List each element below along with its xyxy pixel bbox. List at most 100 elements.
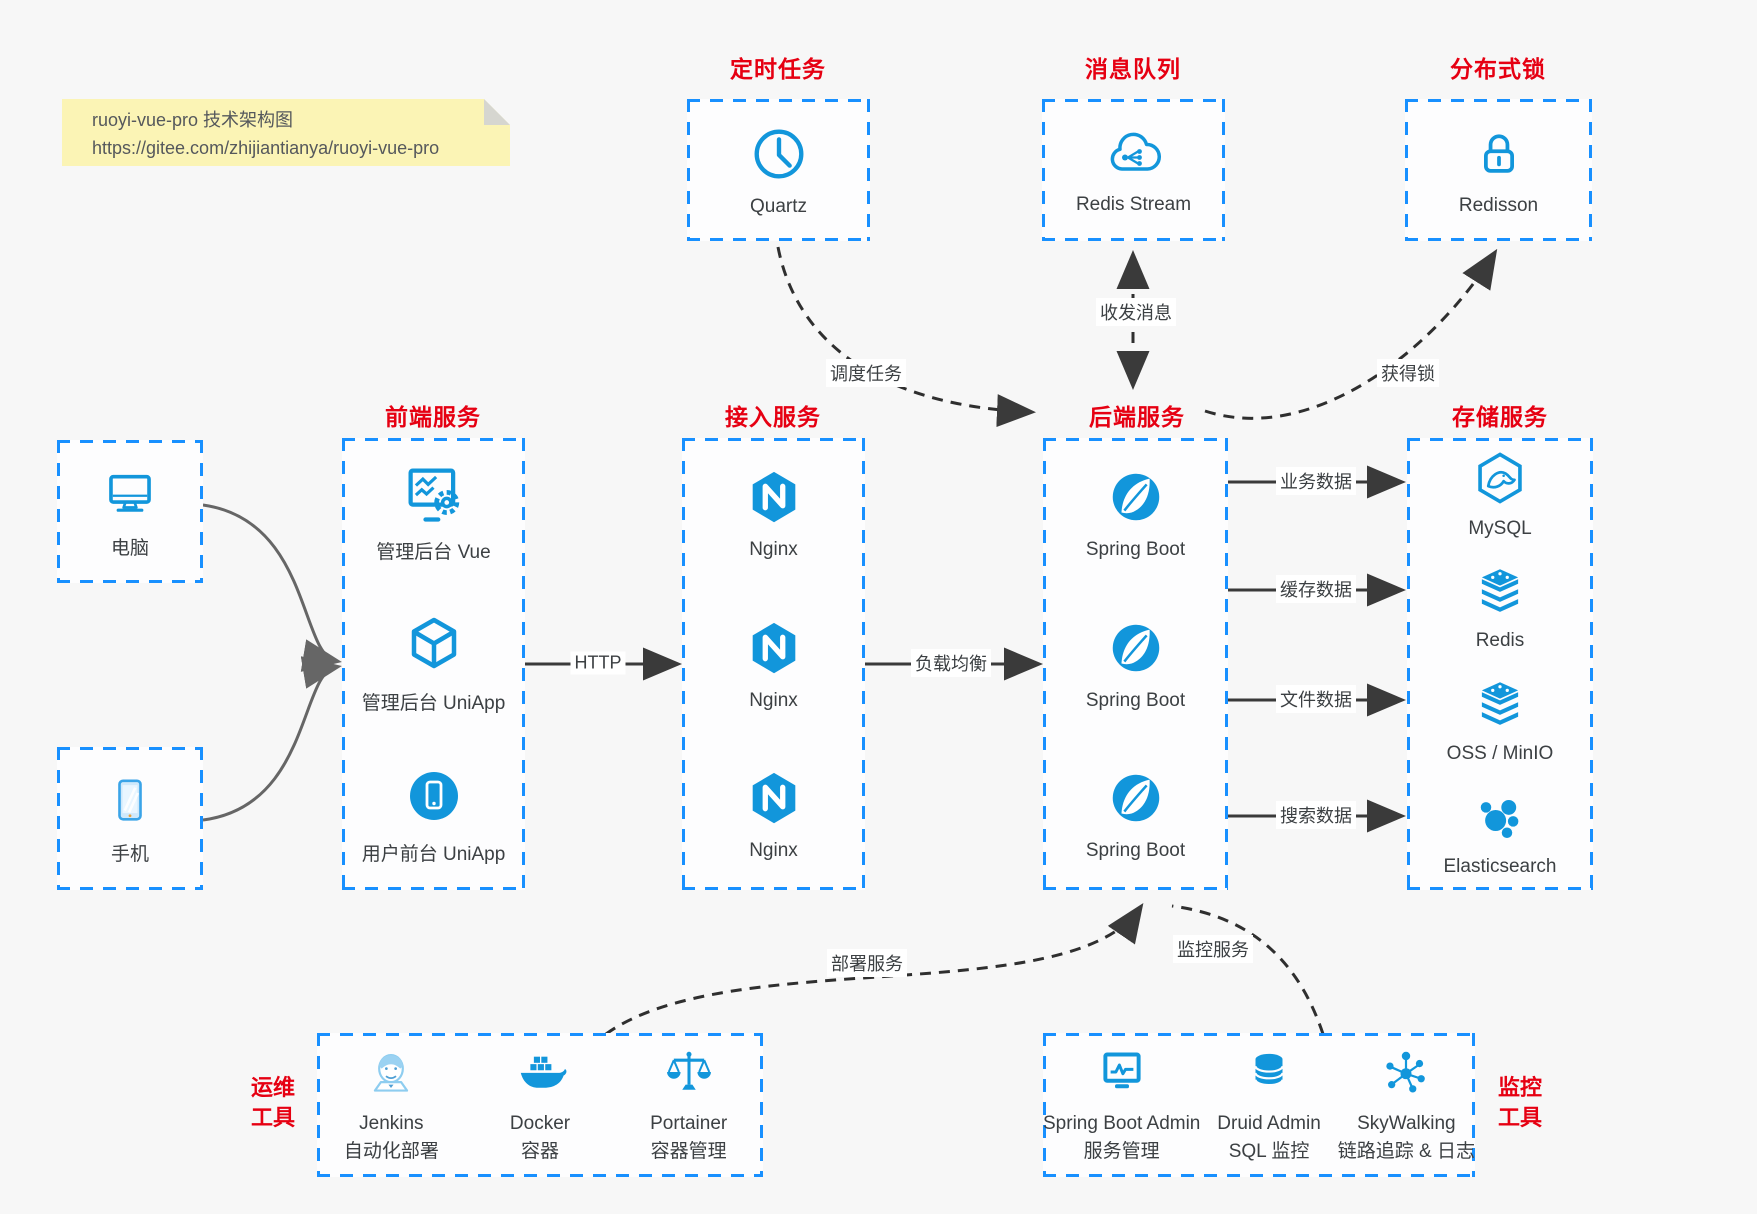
node-label: Redisson bbox=[1458, 194, 1539, 216]
node-label: Nginx bbox=[749, 840, 798, 862]
nginx-icon bbox=[752, 772, 795, 824]
box-redisson: Redisson bbox=[1405, 99, 1592, 241]
lock-icon bbox=[1483, 133, 1514, 173]
title-frontend: 前端服务 bbox=[385, 404, 481, 430]
node-redis: Redis bbox=[1407, 551, 1593, 664]
node-quartz: Quartz bbox=[687, 99, 870, 241]
title-distributed-lock: 分布式锁 bbox=[1450, 56, 1546, 82]
node-redis-stream: Redis Stream bbox=[1042, 99, 1225, 241]
edge-label-business-data: 业务数据 bbox=[1276, 467, 1356, 495]
node-spring-boot-2: Spring Boot bbox=[1043, 589, 1228, 740]
desktop-icon bbox=[109, 474, 151, 512]
node-label: Redis Stream bbox=[1075, 193, 1192, 215]
node-label: Redis bbox=[1475, 630, 1525, 651]
node-label: 手机 bbox=[110, 843, 149, 865]
node-admin-vue: 管理后台 Vue bbox=[342, 438, 525, 589]
redis-stack-icon bbox=[1481, 569, 1519, 612]
node-spring-boot-1: Spring Boot bbox=[1043, 438, 1228, 589]
node-label: Spring Boot bbox=[1085, 840, 1186, 862]
spring-boot-icon bbox=[1112, 473, 1159, 521]
node-nginx-3: Nginx bbox=[682, 739, 865, 890]
box-redis-stream: Redis Stream bbox=[1042, 99, 1225, 241]
node-label: Elasticsearch bbox=[1443, 856, 1557, 877]
phone-icon bbox=[118, 778, 142, 821]
node-label: Spring Boot bbox=[1085, 538, 1186, 560]
storage-stack-icon bbox=[1481, 682, 1519, 725]
edge-label-file-data: 文件数据 bbox=[1276, 685, 1356, 713]
edge-label-cache-data: 缓存数据 bbox=[1276, 575, 1356, 603]
cloud-share-icon bbox=[1110, 132, 1161, 171]
edge-pc-to-frontend bbox=[202, 503, 342, 672]
admin-vue-icon bbox=[408, 468, 459, 522]
edge-label-load-balance: 负载均衡 bbox=[911, 649, 991, 677]
node-nginx-1: Nginx bbox=[682, 438, 865, 589]
title-message-queue: 消息队列 bbox=[1085, 56, 1181, 82]
nginx-icon bbox=[752, 471, 795, 523]
node-label: Spring Boot bbox=[1085, 689, 1186, 711]
node-label: 管理后台 Vue bbox=[376, 542, 491, 564]
edge-monitor bbox=[1171, 904, 1325, 1035]
topology-icon bbox=[1386, 1051, 1426, 1093]
box-frontend-services: 管理后台 Vue 管理后台 UniApp 用户前台 UniApp bbox=[342, 438, 525, 890]
sticky-note: ruoyi-vue-pro 技术架构图 https://gitee.com/zh… bbox=[62, 99, 510, 166]
node-nginx-2: Nginx bbox=[682, 589, 865, 740]
node-admin-uniapp: 管理后台 UniApp bbox=[342, 589, 525, 740]
box-quartz: Quartz bbox=[687, 99, 870, 241]
node-oss-minio: OSS / MinIO bbox=[1407, 664, 1593, 777]
node-label: Nginx bbox=[749, 689, 798, 711]
node-redisson: Redisson bbox=[1405, 99, 1592, 241]
node-pc: 电脑 bbox=[57, 440, 203, 583]
edge-mobile-to-frontend bbox=[202, 656, 342, 822]
node-label: 管理后台 UniApp bbox=[361, 693, 506, 714]
box-mobile-client: 手机 bbox=[57, 747, 203, 890]
monitor-chart-icon bbox=[1103, 1052, 1141, 1089]
user-app-icon bbox=[409, 771, 458, 820]
box-pc-client: 电脑 bbox=[57, 440, 203, 583]
jenkins-icon bbox=[374, 1053, 409, 1092]
title-backend: 后端服务 bbox=[1089, 404, 1185, 430]
node-mobile: 手机 bbox=[57, 747, 203, 890]
title-storage: 存储服务 bbox=[1452, 404, 1548, 430]
node-label: Nginx bbox=[749, 538, 798, 560]
edge-deploy bbox=[605, 903, 1144, 1036]
spring-boot-icon bbox=[1112, 774, 1159, 822]
edge-label-monitor: 监控服务 bbox=[1173, 935, 1253, 963]
elasticsearch-icon bbox=[1480, 799, 1519, 838]
note-fold-corner bbox=[484, 99, 510, 125]
edge-label-send-receive: 收发消息 bbox=[1096, 298, 1176, 326]
node-label: OSS / MinIO bbox=[1446, 743, 1554, 764]
title-scheduled-tasks: 定时任务 bbox=[730, 56, 826, 82]
node-spring-boot-3: Spring Boot bbox=[1043, 739, 1228, 890]
box-backend-services: Spring Boot Spring Boot Spring Boot bbox=[1043, 438, 1228, 890]
mysql-icon bbox=[1478, 452, 1522, 504]
scales-icon bbox=[666, 1051, 711, 1090]
uniapp-cube-icon bbox=[411, 617, 456, 669]
edge-label-search-data: 搜索数据 bbox=[1276, 801, 1356, 829]
node-label: MySQL bbox=[1468, 518, 1532, 539]
node-label: 电脑 bbox=[110, 537, 149, 559]
edge-label-http: HTTP bbox=[570, 651, 626, 675]
node-label: Quartz bbox=[749, 195, 808, 217]
edge-schedule bbox=[776, 246, 1036, 428]
clock-icon bbox=[754, 129, 803, 178]
node-elasticsearch: Elasticsearch bbox=[1407, 777, 1593, 890]
docker-whale-icon bbox=[520, 1056, 567, 1088]
node-user-uniapp: 用户前台 UniApp bbox=[342, 739, 525, 890]
box-storage-services: MySQL Redis OS bbox=[1407, 438, 1593, 890]
note-title: ruoyi-vue-pro 技术架构图 bbox=[92, 110, 294, 130]
node-label: 用户前台 UniApp bbox=[361, 843, 506, 865]
